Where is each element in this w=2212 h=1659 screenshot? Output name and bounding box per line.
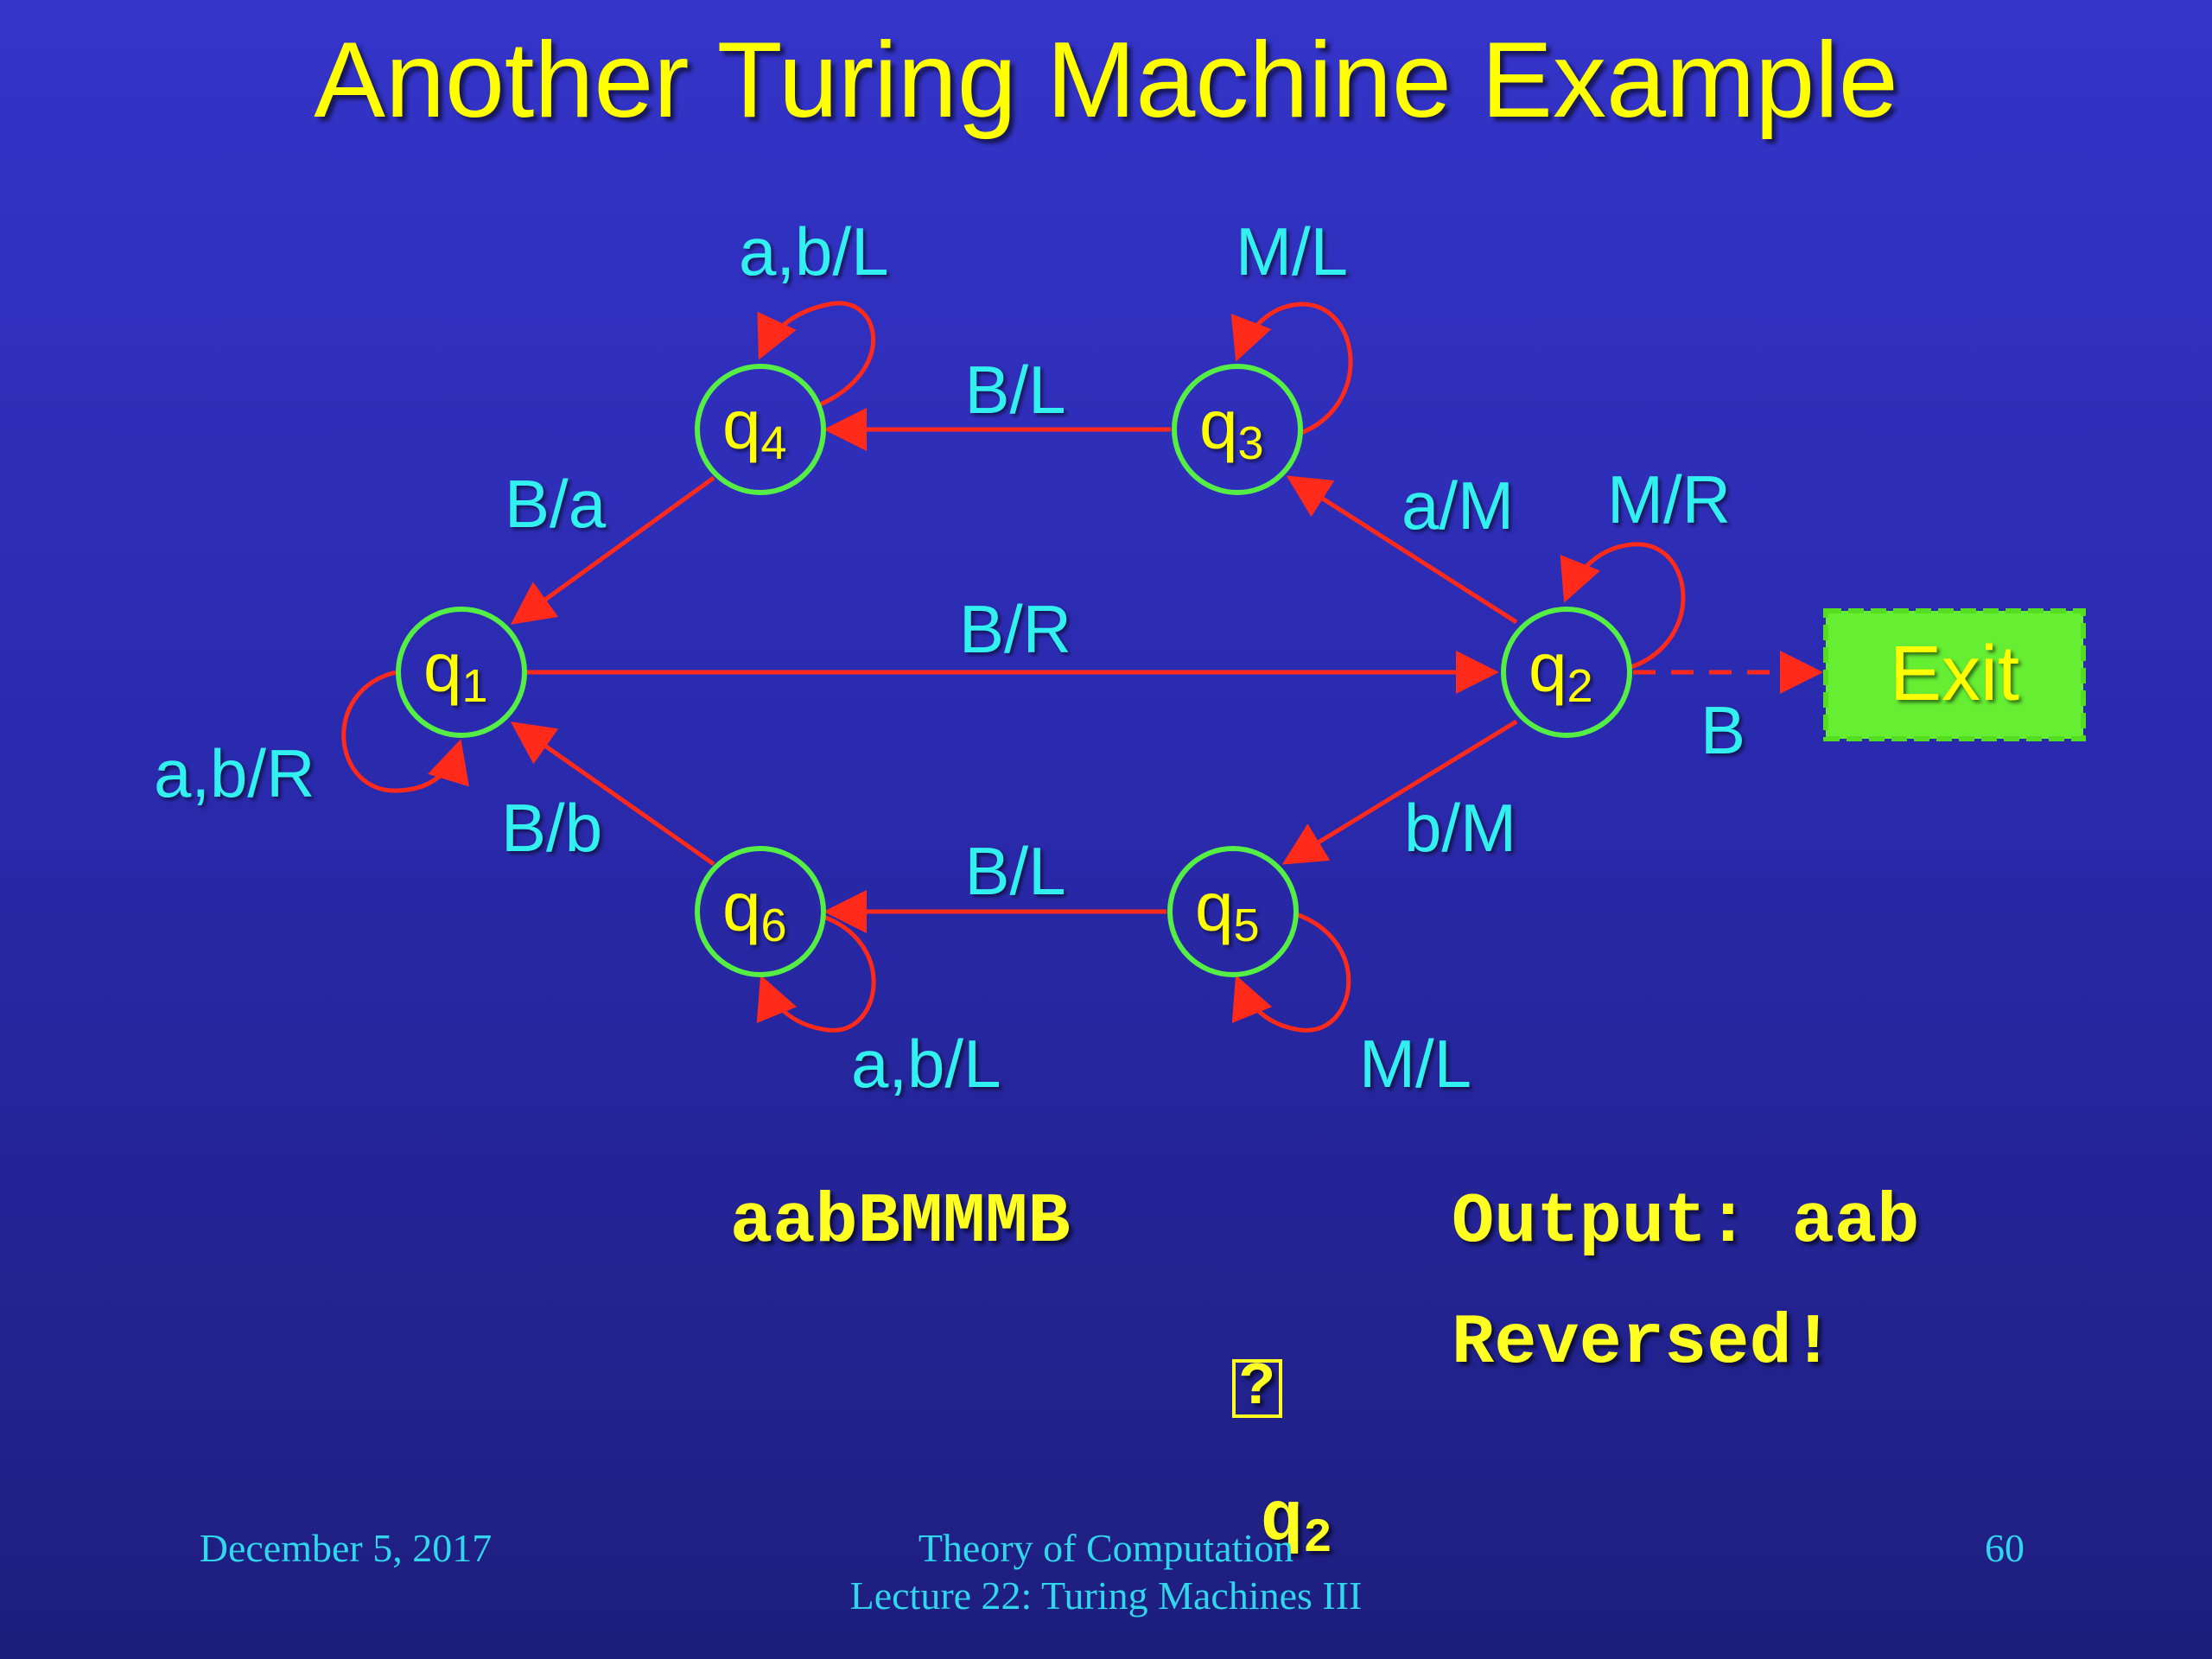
state-q5: q5 — [1195, 868, 1260, 951]
label-q6-q1: B/b — [501, 790, 602, 866]
edge-q2-q3 — [1286, 475, 1518, 625]
reversed-text: Reversed! — [1452, 1303, 1834, 1383]
output-text: Output: aab — [1452, 1182, 1920, 1262]
label-q4-loop: a,b/L — [739, 213, 888, 289]
state-q3-ring — [1172, 364, 1303, 495]
label-q4-q1: B/a — [505, 466, 607, 542]
label-q3-loop: M/L — [1236, 213, 1348, 289]
state-q1-ring — [396, 607, 527, 738]
head-marker: ? — [1087, 1286, 1283, 1491]
loop-q6 — [756, 913, 876, 1033]
state-q3: q3 — [1199, 386, 1264, 469]
state-q1: q1 — [423, 629, 488, 712]
state-q2: q2 — [1529, 629, 1593, 712]
label-q5-loop: M/L — [1359, 1026, 1471, 1102]
footer-date: December 5, 2017 — [199, 1526, 493, 1570]
edge-q4-q1 — [510, 475, 715, 625]
label-q1-q2: B/R — [959, 591, 1071, 667]
exit-box — [1823, 608, 2086, 741]
state-q5-ring — [1167, 846, 1299, 977]
state-q4: q4 — [722, 386, 787, 469]
label-q6-loop: a,b/L — [851, 1026, 1001, 1102]
loop-q3 — [1230, 302, 1353, 436]
head-state: q2 — [1260, 1480, 1332, 1566]
footer-page-number: 60 — [1985, 1526, 2024, 1570]
state-q2-ring — [1501, 607, 1632, 738]
tape-contents: aabBMMMB — [730, 1182, 1071, 1262]
edge-q6-q1 — [510, 721, 715, 867]
slide-title: Another Turing Machine Example — [314, 21, 1898, 140]
loop-q2 — [1560, 542, 1686, 670]
state-q6-ring — [695, 846, 826, 977]
label-q1-loop: a,b/R — [154, 735, 315, 811]
loop-q4 — [757, 301, 876, 409]
footer-course: Theory of Computation Lecture 22: Turing… — [760, 1525, 1452, 1618]
state-q4-ring — [695, 364, 826, 495]
label-q2-exit: B — [1700, 692, 1745, 768]
state-q6: q6 — [722, 868, 787, 951]
edge-q2-q5 — [1281, 719, 1518, 865]
footer-course-title: Theory of Computation — [918, 1526, 1294, 1570]
label-q3-q4: B/L — [964, 352, 1065, 428]
label-q2-q5: b/M — [1404, 790, 1516, 866]
label-q2-loop: M/R — [1607, 461, 1731, 537]
label-q2-q3: a/M — [1402, 467, 1514, 543]
footer-lecture: Lecture 22: Turing Machines III — [849, 1573, 1363, 1618]
label-q5-q6: B/L — [964, 833, 1065, 909]
exit-label: Exit — [1890, 631, 2019, 717]
loop-q5 — [1231, 912, 1351, 1033]
loop-q1 — [341, 670, 469, 793]
head-marker-glyph: ? — [1232, 1358, 1283, 1419]
